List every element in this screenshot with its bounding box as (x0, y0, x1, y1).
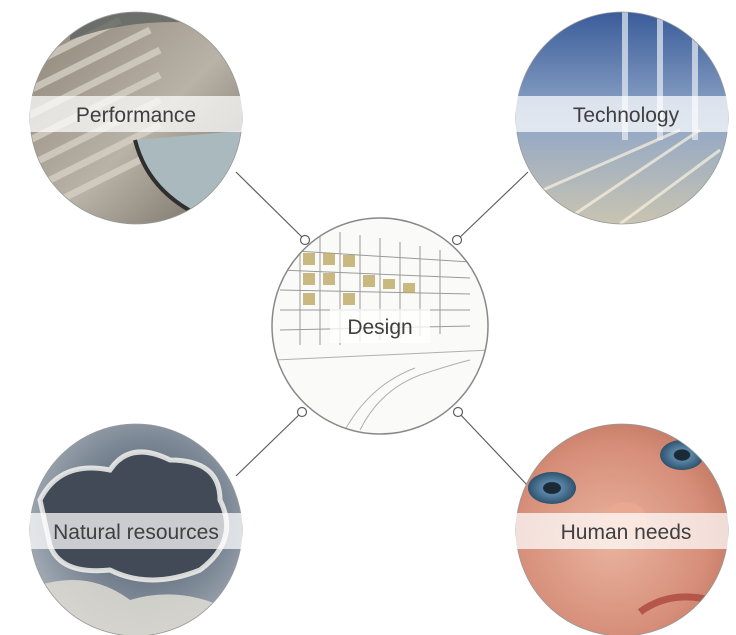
connector-technology (456, 171, 529, 241)
node-natural-resources: Natural resources (29, 423, 243, 635)
natural-resources-label-band (30, 513, 242, 549)
natural-resources-label: Natural resources (53, 521, 219, 544)
design-label: Design (347, 316, 412, 339)
eye-left (528, 472, 576, 504)
human-needs-label-band (516, 513, 728, 549)
dot-performance (299, 234, 311, 246)
connector-dots (296, 234, 464, 418)
node-design: Design (271, 217, 489, 435)
connector-performance (235, 171, 306, 241)
dot-human-needs (452, 406, 464, 418)
dot-natural-resources (296, 406, 308, 418)
performance-label-band (30, 96, 242, 132)
technology-label: Technology (573, 104, 680, 127)
node-performance: Performance (29, 11, 243, 225)
connector-natural-resources (235, 411, 303, 477)
dot-technology (451, 234, 463, 246)
technology-label-band (516, 96, 728, 132)
design-label-band (330, 309, 430, 343)
connector-human-needs (457, 411, 529, 487)
human-needs-label: Human needs (561, 521, 692, 544)
facade-lit-panels (303, 253, 415, 305)
connectors (235, 171, 529, 487)
performance-label: Performance (76, 104, 196, 127)
node-human-needs: Human needs (515, 423, 729, 635)
node-technology: Technology (515, 11, 729, 225)
floor-lines (274, 349, 488, 431)
